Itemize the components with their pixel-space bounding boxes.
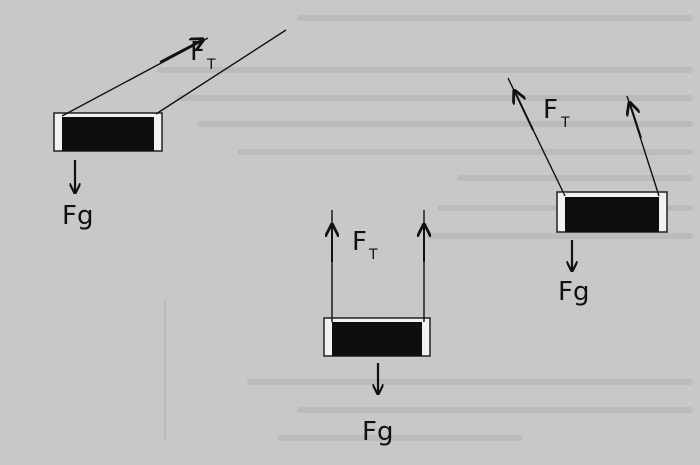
tension-label: F T: [543, 95, 570, 131]
tension-subscript: T: [206, 57, 216, 73]
weight-label: Fg: [62, 201, 93, 231]
tension-symbol: F: [543, 95, 558, 125]
tension-label: F T: [352, 227, 378, 263]
tension-symbol: F: [352, 227, 367, 257]
tension-subscript: T: [560, 115, 570, 131]
container: [323, 317, 431, 357]
diagram-angled-strings: F T Fg: [53, 29, 287, 231]
diagram-tilted-up-strings: F T Fg: [507, 77, 668, 307]
weight-label: Fg: [362, 417, 393, 447]
weight-label: Fg: [558, 277, 589, 307]
tension-symbol: F: [190, 37, 205, 67]
diagram-vertical-strings: F T Fg: [323, 210, 431, 447]
angled-string-right: [155, 29, 287, 115]
tilted-string-left: [507, 77, 566, 197]
tension-label: F T: [190, 37, 216, 73]
container: [556, 191, 668, 233]
container: [53, 112, 163, 152]
angled-string-left: [61, 38, 209, 117]
tilted-string-right: [627, 95, 660, 197]
tension-subscript: T: [368, 247, 378, 263]
